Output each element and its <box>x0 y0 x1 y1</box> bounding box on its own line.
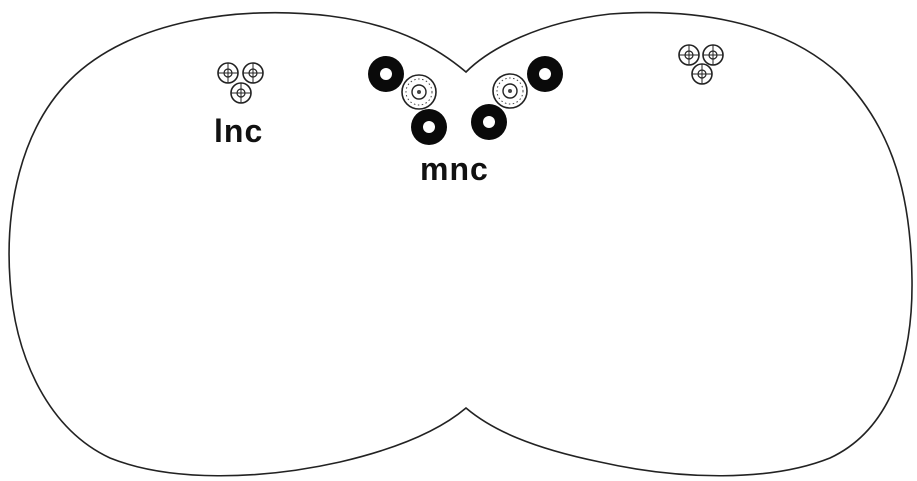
dark-ring-icon <box>471 104 507 140</box>
brain-outline <box>9 13 912 476</box>
dark-ring-icon <box>527 56 563 92</box>
lnc-label: lnc <box>214 113 263 149</box>
stippled-ring-icon <box>402 75 436 109</box>
lnc-right-cluster <box>679 45 723 84</box>
mnc-left-cluster <box>368 56 447 145</box>
cross-ring-icon <box>703 45 723 65</box>
cross-ring-icon <box>243 63 263 83</box>
cross-ring-icon <box>218 63 238 83</box>
dark-ring-icon <box>411 109 447 145</box>
lnc-left-cluster <box>218 63 263 103</box>
cross-ring-icon <box>231 83 251 103</box>
stippled-ring-icon <box>493 74 527 108</box>
cross-ring-icon <box>692 64 712 84</box>
mnc-label: mnc <box>420 151 489 187</box>
dark-ring-icon <box>368 56 404 92</box>
cross-ring-icon <box>679 45 699 65</box>
mnc-right-cluster <box>471 56 563 140</box>
